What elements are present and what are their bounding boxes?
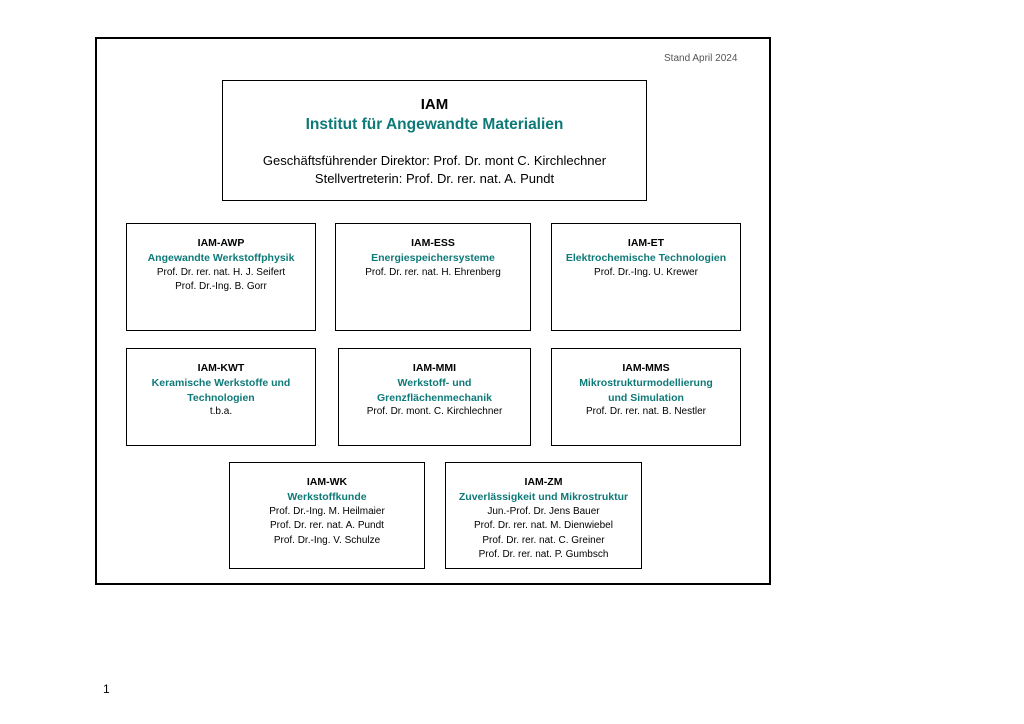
unit-name: Energiespeichersysteme <box>371 252 495 264</box>
unit-abbr: IAM-WK <box>306 476 348 488</box>
unit-name: Werkstoffkunde <box>287 491 367 503</box>
unit-person: Prof. Dr. rer. nat. H. J. Seifert <box>156 266 286 278</box>
unit-name: Keramische Werkstoffe und <box>151 377 291 389</box>
institute-box: IAM Institut für Angewandte Materialien … <box>222 80 647 201</box>
org-chart-frame <box>95 37 771 585</box>
director-line: Geschäftsführender Direktor: Prof. Dr. m… <box>262 153 607 168</box>
institute-name: Institut für Angewandte Materialien <box>305 116 564 133</box>
unit-abbr: IAM-MMI <box>412 362 457 374</box>
unit-person: Prof. Dr.-Ing. M. Heilmaier <box>269 505 385 517</box>
unit-person: Prof. Dr. rer. nat. P. Gumbsch <box>478 549 609 560</box>
unit-box-iam-mms: IAM-MMS Mikrostrukturmodellierung und Simu… <box>551 348 741 446</box>
unit-abbr: IAM-MMS <box>622 362 670 374</box>
unit-person: Prof. Dr. rer. nat. A. Pundt <box>270 520 384 531</box>
unit-person: Prof. Dr.-Ing. B. Gorr <box>175 281 267 292</box>
unit-name: Elektrochemische Technologien <box>565 252 727 264</box>
unit-person: Prof. Dr. rer. nat. C. Greiner <box>482 534 605 546</box>
unit-person: Prof. Dr.-Ing. U. Krewer <box>594 266 698 278</box>
unit-name: Mikrostrukturmodellierung <box>579 377 713 389</box>
unit-person: Prof. Dr. rer. nat. M. Dienwiebel <box>474 520 613 531</box>
unit-abbr: IAM-ZM <box>524 476 563 488</box>
unit-person: Prof. Dr. mont. C. Kirchlechner <box>366 406 503 417</box>
unit-abbr: IAM-ET <box>627 237 665 249</box>
unit-person: Prof. Dr.-Ing. V. Schulze <box>273 534 381 546</box>
unit-abbr: IAM-KWT <box>197 362 245 374</box>
unit-name: und Simulation <box>608 391 684 404</box>
unit-name: Grenzflächenmechanik <box>377 391 492 404</box>
unit-name: Zuverlässigkeit und Mikrostruktur <box>458 491 629 503</box>
institute-abbr: IAM <box>420 96 449 113</box>
unit-abbr: IAM-ESS <box>411 237 455 249</box>
unit-person: Prof. Dr. rer. nat. H. Ehrenberg <box>365 266 501 278</box>
unit-person: Jun.-Prof. Dr. Jens Bauer <box>487 505 600 517</box>
unit-name: Angewandte Werkstoffphysik <box>147 252 295 264</box>
date-stamp: Stand April 2024 <box>664 53 738 64</box>
page-number: 1 <box>103 682 110 696</box>
deputy-line: Stellvertreterin: Prof. Dr. rer. nat. A.… <box>314 171 555 186</box>
unit-abbr: IAM-AWP <box>197 237 245 249</box>
unit-person: Prof. Dr. rer. nat. B. Nestler <box>585 406 707 417</box>
unit-name: Technologien <box>187 391 255 404</box>
unit-person: t.b.a. <box>209 406 233 417</box>
unit-name: Werkstoff- und <box>397 377 472 389</box>
